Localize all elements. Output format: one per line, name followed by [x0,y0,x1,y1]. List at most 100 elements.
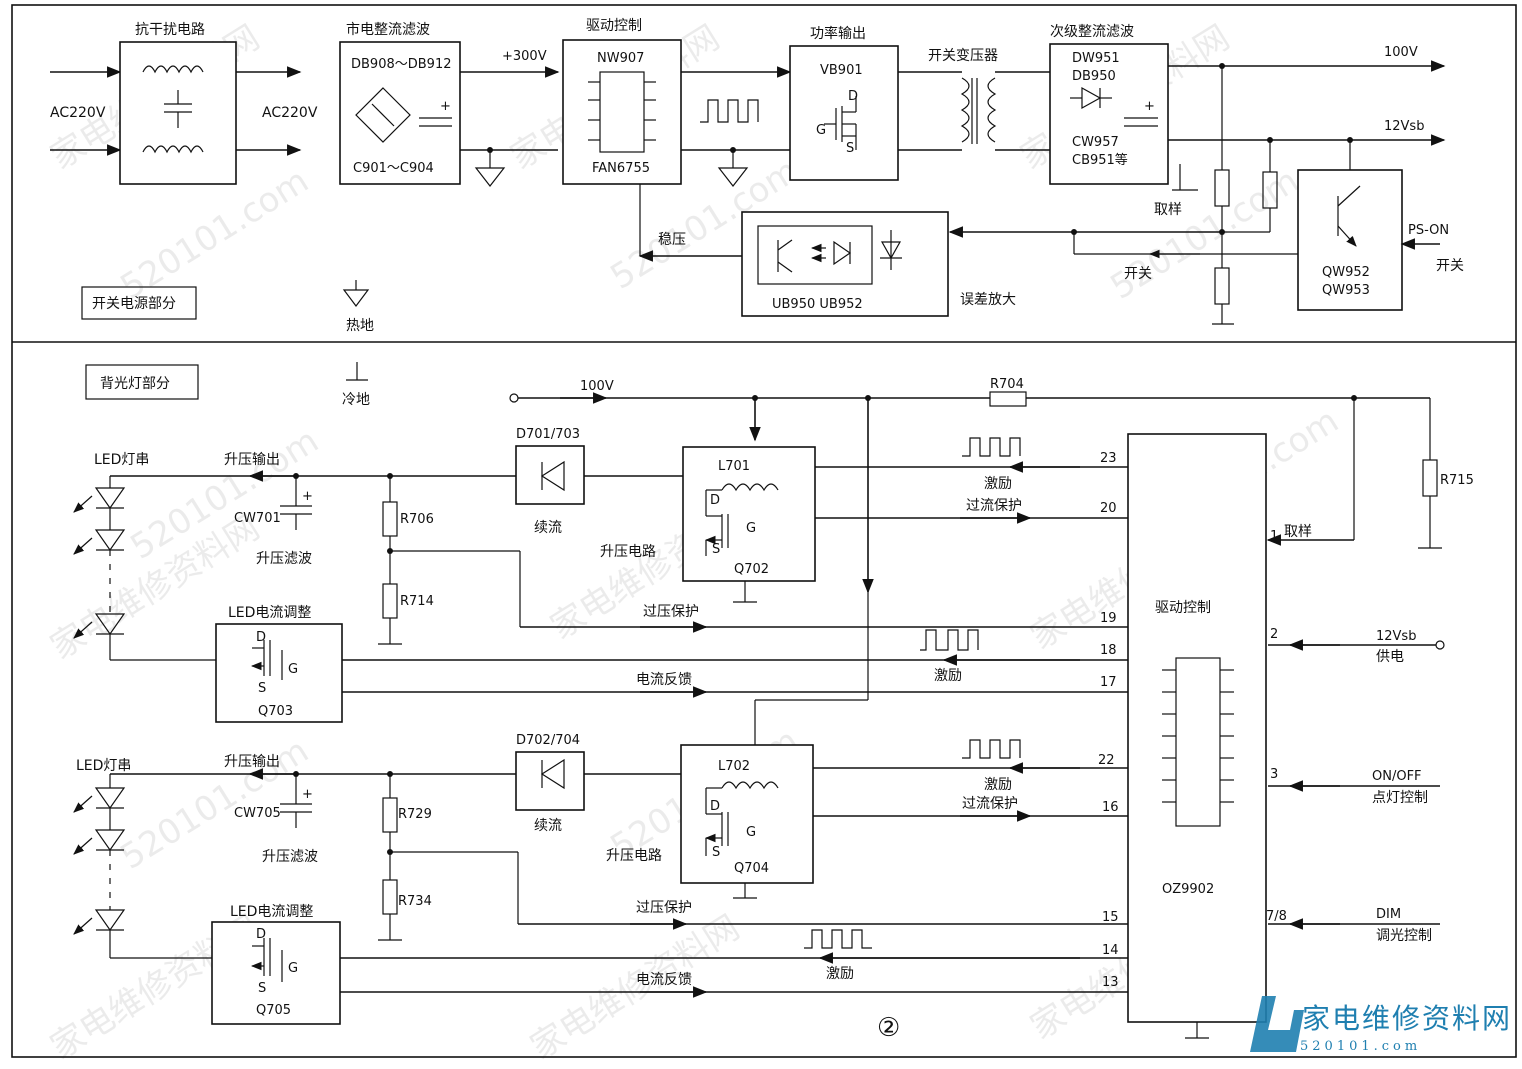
svg-text:G: G [746,825,756,840]
rectifier-title: 市电整流滤波 [346,21,430,38]
v100-label: 100V [580,379,614,394]
diode-icon [540,758,565,790]
svg-text:D: D [256,927,266,942]
r715-resistor [1422,459,1438,497]
out-12vsb: 12Vsb [1384,119,1424,134]
figure-number: ② [877,1013,900,1043]
current-adjust-title: LED电流调整 [228,605,311,621]
svg-text:D: D [710,799,720,814]
svg-text:QW952: QW952 [1322,265,1370,280]
drive2-label: 激励 [826,965,854,982]
led-icon [94,787,126,810]
pulse-waveform-icon [962,437,1021,457]
svg-text:R714: R714 [400,594,434,609]
drive-label: 激励 [984,475,1012,492]
cap-func-label: 升压滤波 [256,551,312,567]
svg-text:+: + [302,787,313,802]
power-output-box [789,45,899,181]
transformer-icon [960,77,970,143]
cap-label: CW705 [234,806,281,821]
svg-text:D: D [710,493,720,508]
error-amp-box [741,211,949,317]
boost-circuit-box [682,446,816,582]
svg-text:DB950: DB950 [1072,69,1116,84]
svg-text:7/8: 7/8 [1266,909,1287,924]
svg-text:1: 1 [1270,529,1278,544]
diode-label: D702/704 [516,733,580,748]
ground-icon [474,167,506,187]
cap-func-label: 升压滤波 [262,849,318,865]
v100-terminal [509,393,519,403]
light-control-label: 点灯控制 [1372,790,1428,806]
adj-q-label: Q703 [258,704,293,719]
psu-section-label: 开关电源部分 [92,296,176,312]
power-title: 功率输出 [810,25,866,42]
pin-number: 20 [1100,501,1117,516]
svg-text:G: G [288,662,298,677]
logo-url: 520101.com [1300,1039,1421,1054]
diode-label: D701/703 [516,427,580,442]
svg-text:G: G [288,961,298,976]
svg-text:D: D [848,89,858,104]
backlight-section: 背光灯部分 冷地 100V R704 R715 LED灯串 升压输出 [73,362,1474,1043]
bridge-rectifier-icon [355,87,411,143]
freewheel-diode-box [515,445,585,505]
pin-number: 19 [1100,611,1117,626]
overvoltage-label: 过压保护 [636,900,692,916]
pin-number: 17 [1100,675,1117,690]
svg-text:CW957: CW957 [1072,135,1119,150]
site-logo: 家电维修资料网 520101.com [1250,996,1510,1054]
overvoltage-label: 过压保护 [643,604,699,620]
svg-text:3: 3 [1270,767,1278,782]
transformer-label: 开关变压器 [928,48,998,64]
v12-label: 12Vsb [1376,629,1416,644]
boost-circuit-box [680,744,814,884]
r704-resistor [989,391,1027,407]
fet-label: Q704 [734,861,769,876]
r715-label: R715 [1440,473,1474,488]
led-icon [94,487,126,510]
dc300-label: +300V [502,49,547,64]
svg-text:S: S [712,845,720,860]
pulse-waveform-icon [920,629,979,651]
resistor-icon [382,501,398,537]
ps-on-label: PS-ON [1408,223,1449,238]
secondary-title: 次级整流滤波 [1050,24,1134,40]
driver-title: 驱动控制 [586,18,642,34]
psu-section: AC220V 抗干扰电路 AC220V 市电整流滤波 DB908～DB912 +… [50,18,1464,334]
power-part: VB901 [820,63,863,78]
inductor-icon [721,483,779,492]
overcurrent-label: 过流保护 [962,796,1018,812]
optocoupler-icon [757,225,873,285]
current-adjust-title: LED电流调整 [230,904,313,920]
ic-icon [599,71,645,153]
inductor-icon [142,145,204,154]
svg-text:D: D [256,630,266,645]
driver-part: NW907 [597,51,644,66]
adj-q-label: Q705 [256,1003,291,1018]
drive2-label: 激励 [934,667,962,684]
svg-text:L701: L701 [718,459,750,474]
svg-text:R706: R706 [400,512,434,527]
boost-label: 升压电路 [606,848,662,864]
out-100v: 100V [1384,45,1418,60]
error-amp-parts: UB950 UB952 [772,297,863,312]
diode-func-label: 续流 [534,817,562,834]
pin-number: 16 [1102,800,1119,815]
rectifier-parts: DB908～DB912 [351,57,451,72]
cold-ground-label: 冷地 [342,392,370,408]
svg-text:R729: R729 [398,807,432,822]
outer-frame [11,4,1517,1058]
boost-output-label: 升压输出 [224,452,280,468]
freewheel-diode-box [515,751,585,811]
sample-label: 取样 [1154,202,1182,218]
supply-label: 供电 [1376,649,1404,665]
svg-text:R734: R734 [398,894,432,909]
drive-label: 激励 [984,776,1012,793]
driver-box [562,39,682,185]
inductor-icon [142,65,204,74]
hot-ground-icon [342,289,370,307]
sample-pin-label: 取样 [1284,524,1312,540]
backlight-section-label: 背光灯部分 [100,376,170,392]
